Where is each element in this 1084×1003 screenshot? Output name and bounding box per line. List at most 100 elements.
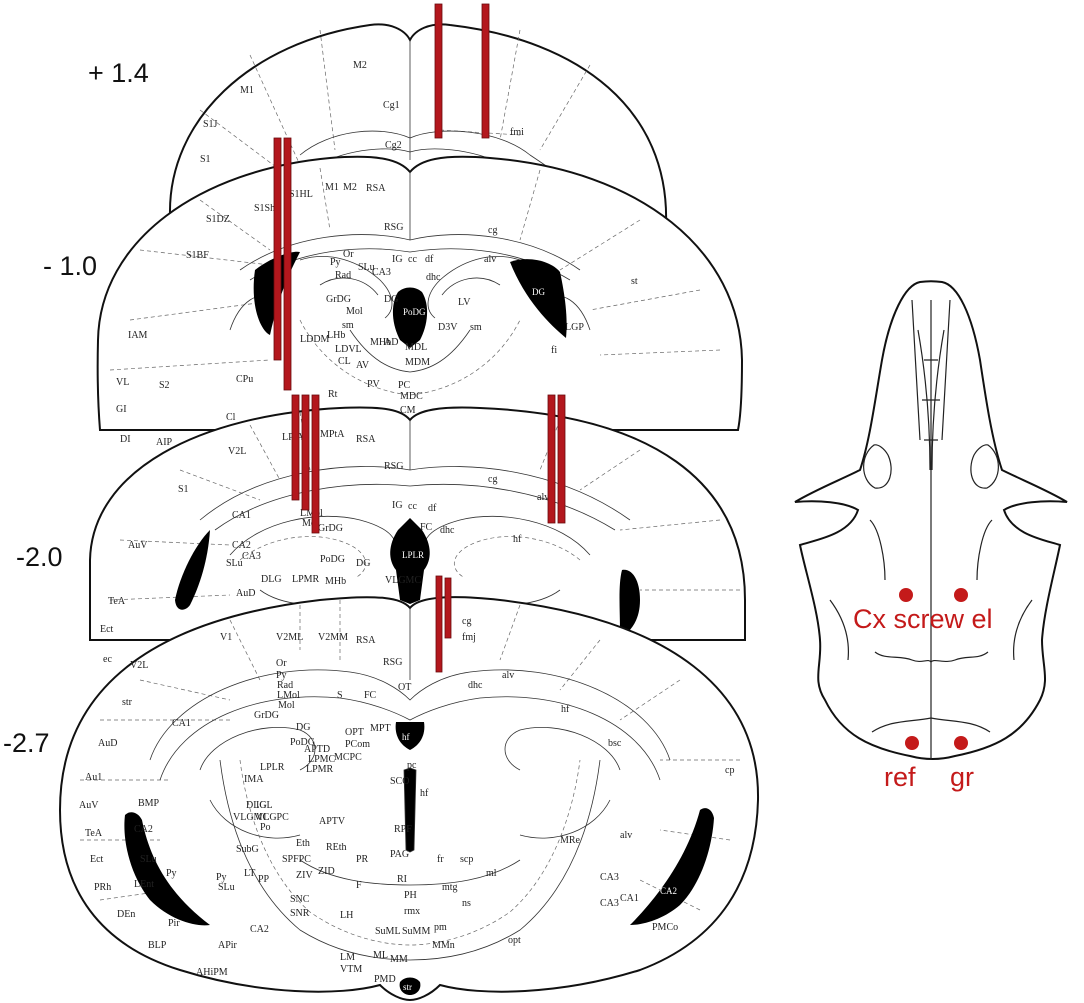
region-label: MHb (370, 337, 391, 348)
region-label: CA3 (600, 898, 619, 909)
electrode-track (434, 3, 443, 139)
region-label: SNC (290, 894, 310, 905)
region-label: D3V (438, 322, 458, 333)
region-label: S1 (200, 154, 211, 165)
section-minus-2-0: LPLR LPtA MPtA RSA RSG V2L S1 cg IG cc d… (89, 406, 746, 665)
region-label: CM (400, 405, 416, 416)
region-label: LPLR (260, 762, 285, 773)
region-label: Mol (346, 306, 363, 317)
electrode-track (311, 394, 320, 534)
region-label: MPT (370, 723, 391, 734)
region-label: DLG (246, 800, 267, 811)
region-label: CA2 (250, 924, 269, 935)
region-label: Eth (296, 838, 310, 849)
region-label: V2L (228, 446, 246, 457)
region-label: CL (338, 356, 351, 367)
region-label: MCPC (334, 752, 362, 763)
region-label: M2 (353, 60, 367, 71)
section-outline (89, 406, 746, 641)
electrode-tracks (273, 3, 566, 673)
region-label: AHiPM (196, 967, 228, 978)
region-label: LDVL (335, 344, 362, 355)
region-label: RPF (394, 824, 412, 835)
electrode-track (557, 394, 566, 524)
region-label: alv (484, 254, 496, 265)
skull-label-gr: gr (950, 762, 974, 792)
lateral-ventricle-right (630, 808, 714, 925)
region-label: Au1 (85, 772, 102, 783)
region-label: SPFPC (282, 854, 311, 865)
region-label: Po (260, 822, 271, 833)
region-label: TeA (108, 596, 126, 607)
region-label: TeA (85, 828, 103, 839)
region-label: APTD (304, 744, 330, 755)
region-label: RSG (383, 657, 402, 668)
region-label: MHb (325, 576, 346, 587)
region-label: OPT (345, 727, 364, 738)
region-label: fmi (510, 127, 524, 138)
region-label: V2MM (318, 632, 348, 643)
electrode-track (273, 137, 282, 361)
electrode-track (481, 3, 490, 139)
region-label: PoDG (290, 737, 315, 748)
coordinate-label: + 1.4 (88, 58, 149, 88)
region-label: PC (398, 380, 411, 391)
region-label: M1 (325, 182, 339, 193)
region-label: S1BF (186, 250, 209, 261)
electrode-track (547, 394, 556, 524)
region-label: VL (116, 377, 129, 388)
region-label: PR (356, 854, 369, 865)
region-label: V2ML (276, 632, 303, 643)
region-label: PCom (345, 739, 370, 750)
region-label: st (631, 276, 638, 287)
region-label: DG (356, 558, 370, 569)
coordinate-label: - 1.0 (43, 251, 97, 281)
region-label: AuV (128, 540, 148, 551)
region-label: SLu (226, 558, 243, 569)
lateral-ventricle-right (510, 259, 567, 338)
region-label: Mol (302, 518, 319, 529)
region-label: GrDG (326, 294, 351, 305)
region-label: hf (402, 732, 410, 742)
region-label: AuD (98, 738, 117, 749)
region-label: Mol (278, 700, 295, 711)
region-label: ZIV (296, 870, 313, 881)
region-label: AD (384, 337, 398, 348)
region-label: BMP (138, 798, 160, 809)
region-label: SuMM (402, 926, 430, 937)
region-label: MRe (560, 835, 581, 846)
screw-cx-left (899, 588, 913, 602)
region-label: APir (218, 940, 238, 951)
region-label: Py (330, 257, 341, 268)
region-label: MDL (405, 342, 427, 353)
region-label: REth (326, 842, 347, 853)
region-label: SLu (358, 262, 375, 273)
region-label: IG (392, 500, 403, 511)
region-label: CA1 (620, 893, 639, 904)
region-label: SNR (290, 908, 310, 919)
region-label: LEnt (134, 879, 154, 890)
region-label: CA2 (660, 886, 677, 896)
region-label: IAM (128, 330, 148, 341)
region-label: bsc (608, 738, 622, 749)
region-label: Cg1 (383, 100, 400, 111)
region-label: ml (486, 868, 497, 879)
electrode-track (435, 575, 443, 673)
skull-label-ref: ref (884, 762, 916, 792)
region-label: LMol (300, 508, 323, 519)
region-label: RSA (366, 183, 386, 194)
region-label: fr (437, 854, 444, 865)
region-label: hf (513, 534, 522, 545)
region-label: S1DZ (206, 214, 230, 225)
region-label: PoDG (320, 554, 345, 565)
region-label: DI (120, 434, 131, 445)
region-label: DEn (117, 909, 135, 920)
region-label: LV (458, 297, 471, 308)
region-label: alv (537, 492, 549, 503)
region-label: cc (408, 254, 417, 265)
region-label: dhc (426, 272, 441, 283)
region-label: Rad (335, 270, 351, 281)
lateral-ventricle-right (619, 569, 640, 632)
region-label: OT (398, 682, 411, 693)
